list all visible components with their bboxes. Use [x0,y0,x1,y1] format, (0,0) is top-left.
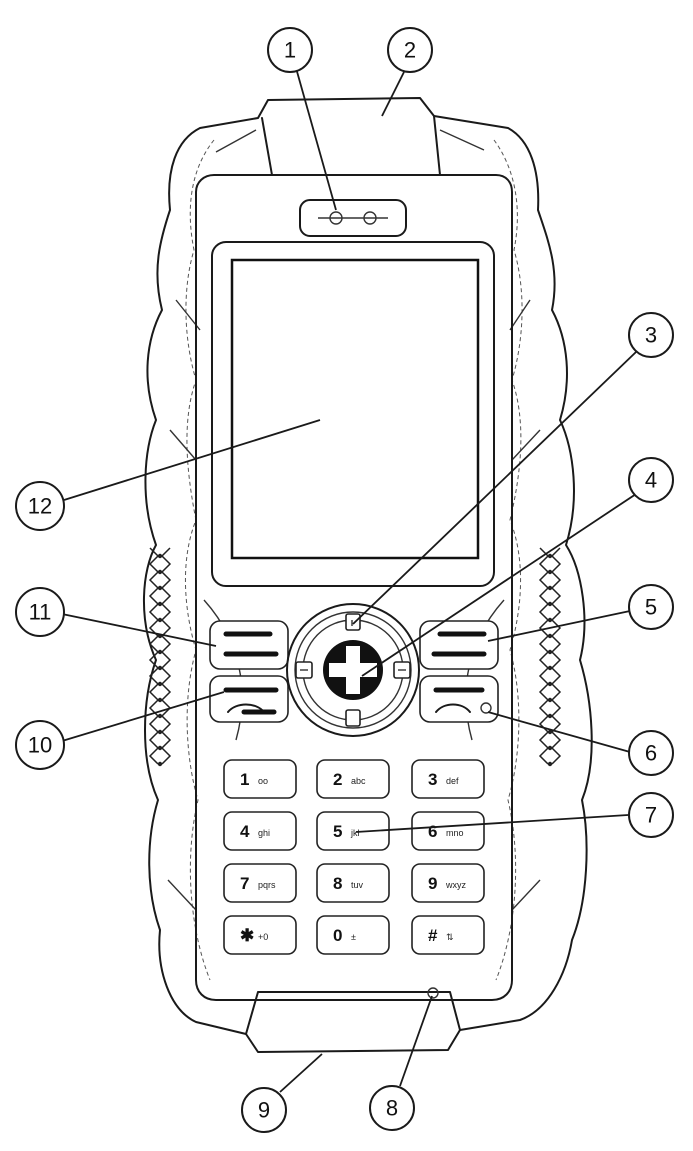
navigation-center-key[interactable] [323,640,383,700]
keypad-key-sub-label: wxyz [445,880,466,890]
callout-6: 6 [628,730,674,776]
callout-10: 10 [15,720,65,770]
keypad-key-sub-label: ⇅ [446,932,454,942]
keypad-key-sub-label: def [446,776,459,786]
keypad-key-sub-label: ± [351,932,356,942]
svg-text:3: 3 [645,323,657,348]
microphone [427,987,439,999]
earpiece [299,199,407,237]
keypad-key-main-label: 3 [428,770,437,789]
svg-text:2: 2 [404,38,416,63]
leader-3 [352,351,637,625]
keypad-key-sub-label: oo [258,776,268,786]
callout-leaders [61,67,637,1093]
callout-12: 12 [15,481,65,531]
keypad-key-main-label: 8 [333,874,342,893]
keypad-key-main-label: 5 [333,822,342,841]
svg-text:12: 12 [28,494,52,519]
keypad-key-4[interactable]: 4 ghi [223,811,297,851]
callout-2: 2 [387,27,433,73]
keypad-key-main-label: 2 [333,770,342,789]
right-soft-key[interactable] [419,620,499,670]
left-soft-key[interactable] [209,620,289,670]
callout-3: 3 [628,312,674,358]
leader-4 [361,493,637,677]
keypad-key-main-label: # [428,926,438,945]
keypad-key-main-label: 7 [240,874,249,893]
keypad-key-sub-label: jkl [350,828,360,838]
display-screen [211,241,495,587]
keypad-key-main-label: 0 [333,926,342,945]
svg-text:11: 11 [29,600,52,625]
keypad-key-2[interactable]: 2 abc [316,759,390,799]
keypad-key-1[interactable]: 1 oo [223,759,297,799]
keypad-key-sub-label: mno [446,828,464,838]
svg-text:4: 4 [645,468,657,493]
keypad-key-12[interactable]: #⇅ [411,915,485,955]
leader-6 [487,711,631,753]
callout-1: 1 [267,27,313,73]
leader-2 [381,71,405,117]
leader-7 [355,814,629,833]
keypad-key-3[interactable]: 3 def [411,759,485,799]
svg-text:1: 1 [284,38,296,63]
keypad-key-sub-label: ghi [258,828,270,838]
leader-12 [63,419,321,501]
svg-text:9: 9 [258,1098,270,1123]
leader-5 [487,610,631,642]
left-speaker-grille [148,547,172,767]
keypad-key-5[interactable]: 5 jkl [316,811,390,851]
keypad-key-6[interactable]: 6 mno [411,811,485,851]
keypad-key-8[interactable]: 8 tuv [316,863,390,903]
right-speaker-grille [538,547,562,767]
keypad-key-main-label: 1 [240,770,249,789]
navigation-key[interactable] [286,603,420,737]
leader-1 [295,67,337,211]
keypad-key-main-label: ✱ [240,926,254,945]
callout-11: 11 [15,587,65,637]
keypad-key-9[interactable]: 9 wxyz [411,863,485,903]
svg-text:6: 6 [645,741,657,766]
keypad-key-main-label: 6 [428,822,437,841]
call-key[interactable] [209,675,289,723]
svg-text:8: 8 [386,1096,398,1121]
callout-9: 9 [241,1087,287,1133]
keypad-key-10[interactable]: ✱ +0 [223,915,297,955]
svg-text:5: 5 [645,595,657,620]
keypad-key-11[interactable]: 0± [316,915,390,955]
callout-8: 8 [369,1085,415,1131]
keypad-key-7[interactable]: 7 pqrs [223,863,297,903]
leader-11 [61,613,217,647]
leader-8 [399,995,433,1087]
svg-text:10: 10 [28,733,52,758]
callout-4: 4 [628,457,674,503]
end-key[interactable] [419,675,499,723]
keypad-key-sub-label: tuv [351,880,364,890]
svg-text:7: 7 [645,803,657,828]
callout-5: 5 [628,584,674,630]
keypad: 1 oo 2 abc 3 def 4 ghi 5 jkl 6 mno 7 pqrs 8 tuv 9 wxyz ✱ +0… [223,759,485,955]
keypad-key-main-label: 4 [240,822,250,841]
keypad-key-sub-label: abc [351,776,366,786]
keypad-key-main-label: 9 [428,874,437,893]
leader-9 [279,1053,323,1093]
leader-10 [61,691,225,742]
keypad-key-sub-label: +0 [258,932,268,942]
keypad-key-sub-label: pqrs [258,880,276,890]
callout-7: 7 [628,792,674,838]
